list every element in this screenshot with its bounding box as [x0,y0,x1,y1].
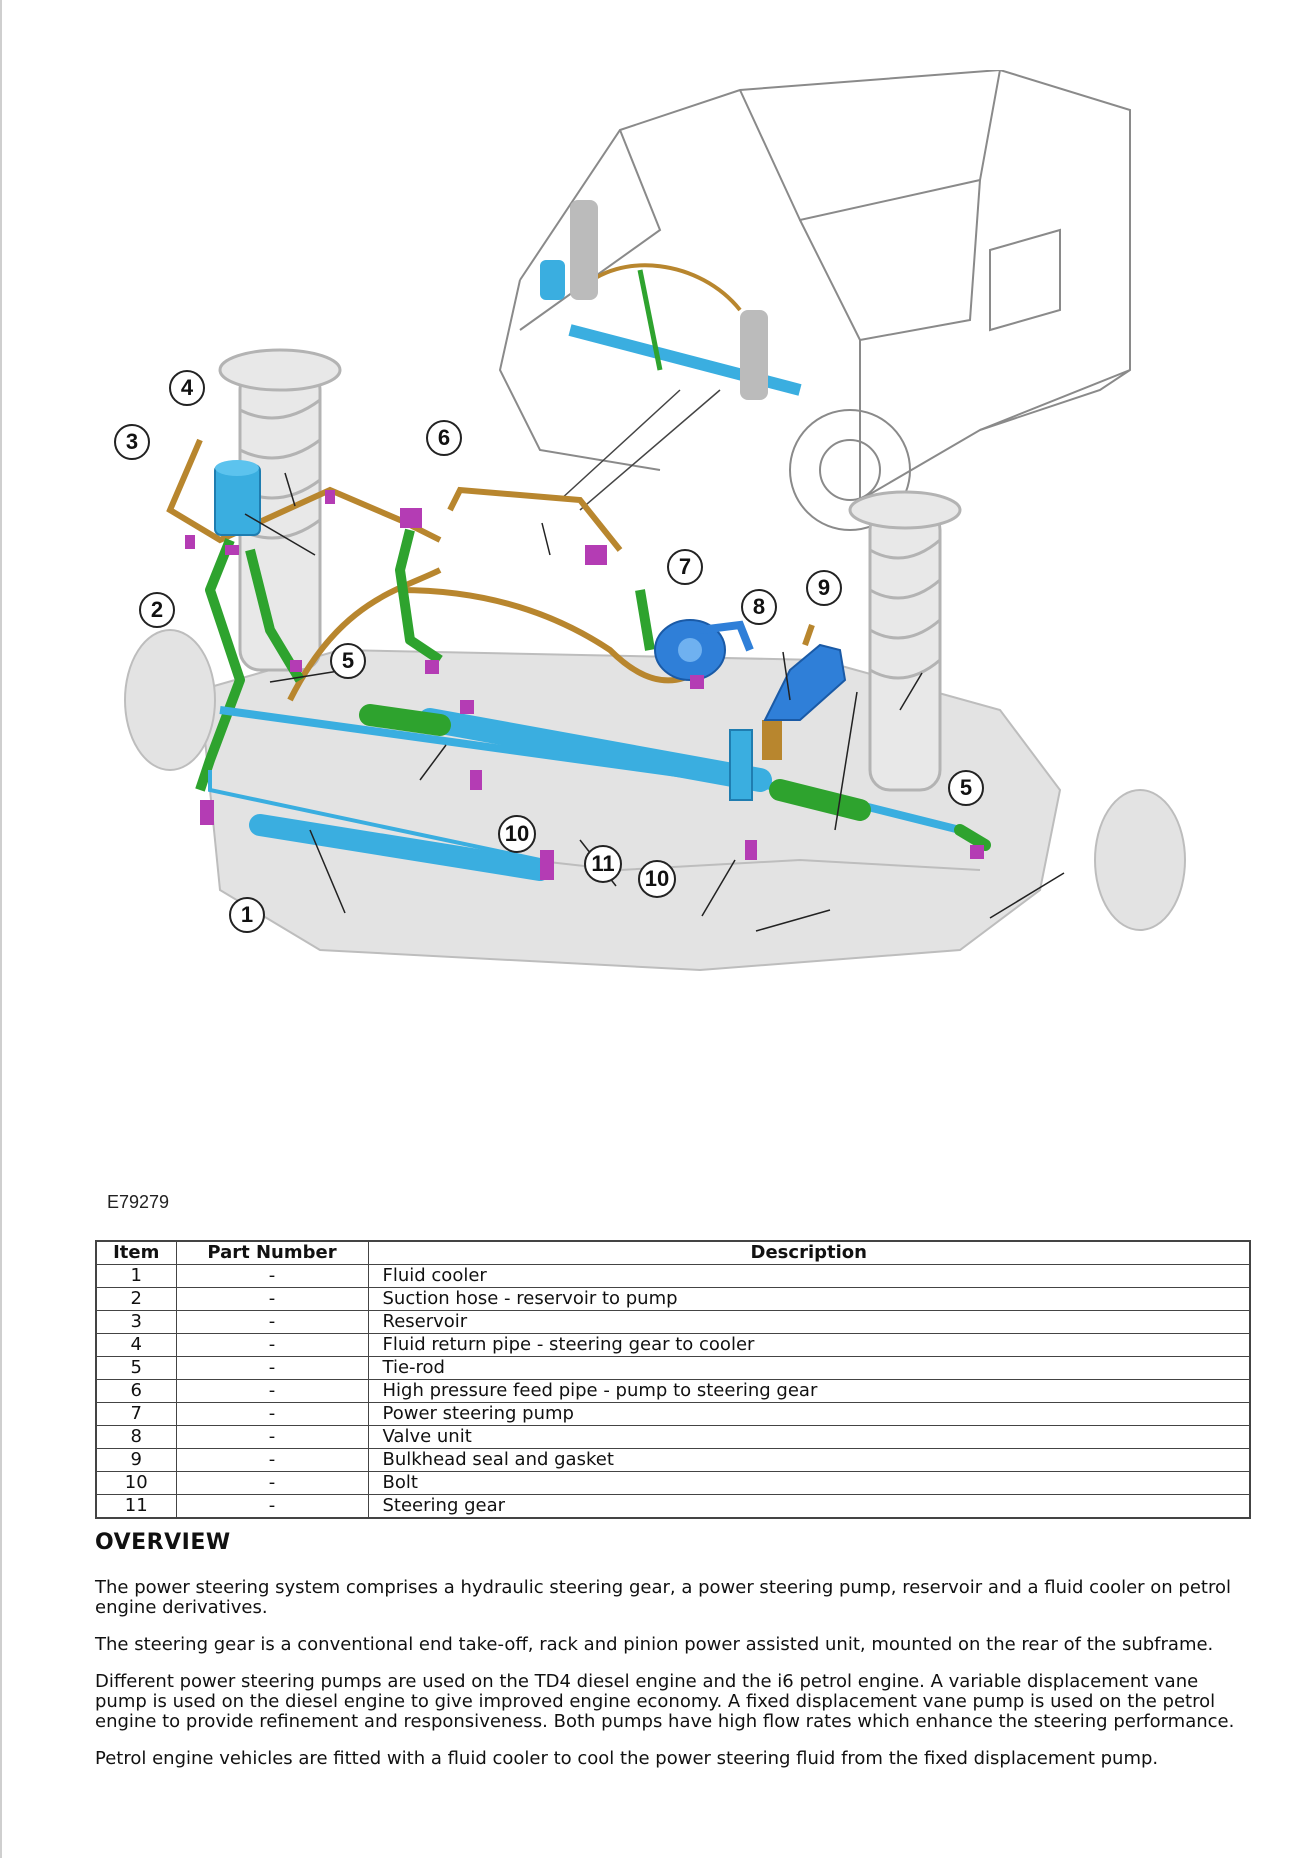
cell-part-number: - [175,1448,369,1472]
power-steering-illustration [124,70,1186,972]
cell-part-number: - [175,1471,369,1495]
table-row: 1-Fluid cooler [95,1264,1251,1288]
page-left-rule [0,0,2,1858]
table-header-row: Item Part Number Description [95,1240,1251,1265]
high-pressure-feed-pipe [399,486,702,684]
cell-item: 7 [95,1402,177,1426]
callout-1: 1 [229,897,265,933]
callout-9: 9 [806,570,842,606]
cell-part-number: - [175,1333,369,1357]
header-description: Description [367,1240,1251,1265]
bulkhead-seal [763,624,847,721]
cell-item: 11 [95,1494,177,1519]
header-item: Item [95,1240,177,1265]
overview-heading: OVERVIEW [95,1530,231,1555]
cell-item: 1 [95,1264,177,1288]
vehicle-outline [498,70,1131,531]
cell-item: 2 [95,1287,177,1311]
overview-paragraph: Different power steering pumps are used … [95,1671,1235,1732]
overview-paragraph: The steering gear is a conventional end … [95,1634,1214,1655]
overview-section: The power steering system comprises a hy… [95,1578,1255,1786]
cell-description: Valve unit [367,1425,1251,1449]
callout-5-right: 5 [948,770,984,806]
cell-description: Fluid return pipe - steering gear to coo… [367,1333,1251,1357]
callout-2: 2 [139,592,175,628]
table-row: 5-Tie-rod [95,1356,1251,1380]
parts-table: Item Part Number Description 1-Fluid coo… [95,1240,1251,1519]
leader-line [579,389,721,511]
cell-part-number: - [175,1379,369,1403]
cell-description: Power steering pump [367,1402,1251,1426]
cell-part-number: - [175,1402,369,1426]
cell-item: 6 [95,1379,177,1403]
callout-10-center: 10 [498,815,536,853]
steering-gear [219,704,991,851]
table-row: 9-Bulkhead seal and gasket [95,1448,1251,1472]
callouts [244,472,1065,932]
overview-paragraph: Petrol engine vehicles are fitted with a… [95,1748,1159,1769]
cell-description: Bolt [367,1471,1251,1495]
callout-8: 8 [741,589,777,625]
table-row: 3-Reservoir [95,1310,1251,1334]
cell-item: 3 [95,1310,177,1334]
cell-part-number: - [175,1425,369,1449]
callout-11: 11 [584,845,622,883]
engine-bay-detail [540,200,802,400]
table-row: 10-Bolt [95,1471,1251,1495]
cell-item: 9 [95,1448,177,1472]
table-row: 2-Suction hose - reservoir to pump [95,1287,1251,1311]
leader-line [559,389,681,501]
cell-description: Fluid cooler [367,1264,1251,1288]
callout-3: 3 [114,424,150,460]
cell-item: 4 [95,1333,177,1357]
cell-description: Reservoir [367,1310,1251,1334]
right-spring [848,490,962,792]
cell-description: Tie-rod [367,1356,1251,1380]
cell-description: Bulkhead seal and gasket [367,1448,1251,1472]
reservoir [214,460,261,536]
cell-part-number: - [175,1356,369,1380]
valve-unit [729,720,782,801]
figure-id: E79279 [107,1192,170,1212]
cell-part-number: - [175,1310,369,1334]
power-steering-pump [654,619,754,681]
table-row: 4-Fluid return pipe - steering gear to c… [95,1333,1251,1357]
cell-description: High pressure feed pipe - pump to steeri… [367,1379,1251,1403]
callout-7: 7 [667,549,703,585]
cell-part-number: - [175,1494,369,1519]
overview-paragraph: The power steering system comprises a hy… [95,1577,1232,1618]
table-row: 7-Power steering pump [95,1402,1251,1426]
table-row: 11-Steering gear [95,1494,1251,1519]
cell-part-number: - [175,1287,369,1311]
header-part-number: Part Number [175,1240,369,1265]
cell-item: 8 [95,1425,177,1449]
table-row: 6-High pressure feed pipe - pump to stee… [95,1379,1251,1403]
cell-part-number: - [175,1264,369,1288]
callout-4: 4 [169,370,205,406]
cell-description: Steering gear [367,1494,1251,1519]
callout-6: 6 [426,420,462,456]
clips [185,490,984,880]
cell-item: 5 [95,1356,177,1380]
cell-item: 10 [95,1471,177,1495]
callout-5-left: 5 [330,643,366,679]
callout-10-right: 10 [638,860,676,898]
cell-description: Suction hose - reservoir to pump [367,1287,1251,1311]
table-row: 8-Valve unit [95,1425,1251,1449]
